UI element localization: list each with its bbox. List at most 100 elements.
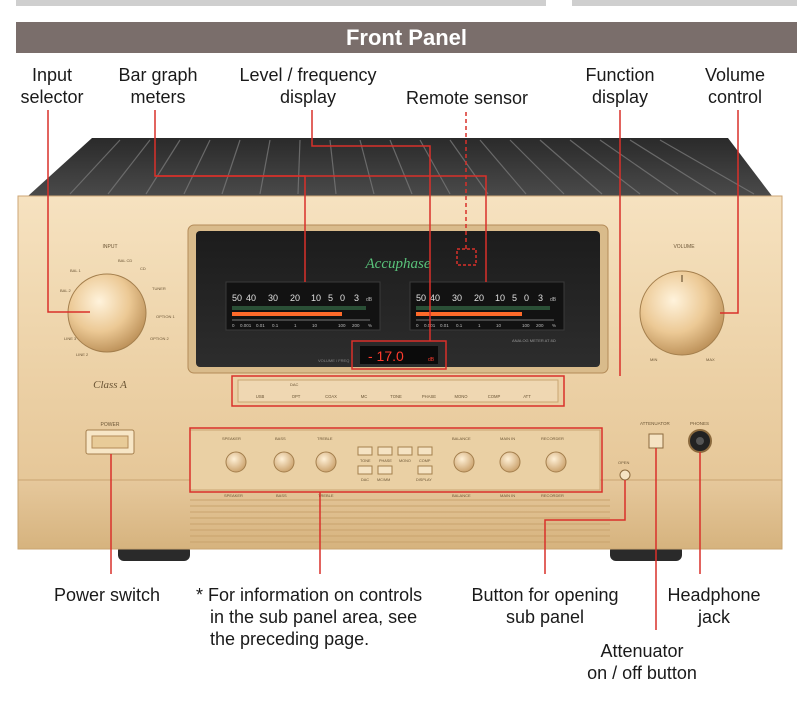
class-label: Class A (93, 379, 127, 391)
label-line: on / off button (587, 663, 697, 683)
label-line: sub panel (505, 607, 585, 627)
input-selector-knob: INPUT BAL CD CD TUNER OPTION 1 OPTION 2 … (60, 244, 175, 391)
meter-freq-label: 0.1 (272, 323, 279, 328)
function-strip: DAC USB OPT COAX MC TONE PHASE MONO COMP… (237, 379, 559, 403)
sub-switch-label: MONO (399, 459, 411, 463)
section-header: Front Panel (16, 22, 797, 53)
label-line: display (591, 87, 649, 107)
meter-tick-label: 3 (538, 293, 543, 303)
label-remote-sensor: Remote sensor (394, 87, 540, 109)
dac-group-label: DAC (290, 382, 299, 387)
level-display-annotation (351, 340, 447, 370)
label-power-switch: Power switch (54, 584, 160, 606)
open-button (619, 469, 631, 481)
meter-window (196, 231, 600, 367)
meter-tick-label: 40 (430, 293, 440, 303)
label-line: in the sub panel area, see (210, 607, 418, 627)
meter-freq-label: 0 (416, 323, 419, 328)
function-button-label: TONE (390, 394, 402, 399)
lower-label: BALANCE (452, 493, 471, 498)
meter-freq-label: 200 (352, 323, 360, 328)
label-line: Input (31, 65, 73, 85)
meter-freq-label: 100 (522, 323, 530, 328)
open-label: OPEN (618, 460, 629, 465)
level-display (360, 346, 438, 364)
label-attenuator-button: Attenuator on / off button (576, 640, 708, 684)
meter-freq-label: 0.1 (456, 323, 463, 328)
label-line: Attenuator (600, 641, 684, 661)
sub-control-label: RECORDER (541, 436, 564, 441)
phones-label: PHONES (690, 421, 709, 426)
sub-control-label: MAIN IN (500, 436, 515, 441)
label-line: Function (585, 65, 655, 85)
label-level-frequency-display: Level / frequency display (226, 64, 390, 108)
label-line: the preceding page. (210, 629, 370, 649)
meter-tick-label: 20 (290, 293, 300, 303)
function-button-label: USB (256, 394, 265, 399)
function-button-label: PHASE (422, 394, 436, 399)
function-display-annotation (231, 375, 565, 407)
meter-freq-label: 0.001 (240, 323, 252, 328)
sub-panel-annotation (189, 427, 603, 493)
power-switch: POWER (85, 422, 135, 455)
function-button-label: MC (361, 394, 368, 399)
label-line: Headphone (667, 585, 761, 605)
power-label: POWER (101, 422, 120, 428)
label-input-selector: Input selector (12, 64, 92, 108)
meter-tick-label: 10 (495, 293, 505, 303)
meter-unit: dB (550, 297, 557, 303)
label-headphone-jack: Headphone jack (662, 584, 766, 628)
label-line: display (279, 87, 337, 107)
meter-freq-label: % (368, 323, 372, 328)
input-position-label: OPTION 2 (150, 336, 169, 341)
sub-control-label: BASS (275, 436, 286, 441)
brand-logo: Accuphase (365, 256, 431, 272)
label-volume-control: Volume control (690, 64, 780, 108)
meter-left: 50 40 30 20 10 5 0 3 dB 0 0.001 0.01 0.1… (225, 281, 381, 331)
sub-switch-label: TONE (360, 459, 371, 463)
label-sub-panel-button: Button for opening sub panel (464, 584, 626, 628)
meter-tick-label: 50 (232, 293, 242, 303)
input-title: INPUT (103, 244, 118, 250)
meter-freq-label: 0 (232, 323, 235, 328)
volume-min: MIN (650, 357, 657, 362)
meter-freq-label: 1 (478, 323, 481, 328)
meter-freq-label: 0.01 (440, 323, 449, 328)
meter-tick-label: 30 (268, 293, 278, 303)
attenuator-label: ATTENUATOR (640, 421, 671, 426)
sub-switch-label: DISPLAY (416, 478, 432, 482)
meter-tick-label: 30 (452, 293, 462, 303)
top-divider-left (16, 0, 546, 6)
sub-switch-label: MC/MM (377, 478, 390, 482)
top-divider-right (572, 0, 797, 6)
input-position-label: CD (140, 266, 146, 271)
meter-tick-label: 40 (246, 293, 256, 303)
function-button-label: ATT (523, 394, 531, 399)
function-button-label: COAX (325, 394, 337, 399)
leader-lines (47, 110, 739, 630)
lower-label: MAIN IN (500, 493, 515, 498)
label-line: control (707, 87, 763, 107)
meter-freq-label: 0.01 (256, 323, 265, 328)
meter-tick-label: 50 (416, 293, 426, 303)
meter-unit: dB (366, 297, 373, 303)
meter-tick-label: 0 (524, 293, 529, 303)
label-line: Bar graph (118, 65, 198, 85)
lower-label: SPEAKER (224, 493, 243, 498)
level-unit: dB (428, 357, 435, 363)
function-button-label: OPT (292, 394, 301, 399)
label-line: selector (20, 87, 84, 107)
attenuator-button (648, 433, 664, 449)
input-position-label: BAL 2 (60, 288, 72, 293)
lower-labels: SPEAKER BASS TREBLE BALANCE MAIN IN RECO… (224, 493, 564, 498)
label-line: meters (130, 87, 186, 107)
sub-switch-label: PHASE (379, 459, 392, 463)
meter-freq-label: % (552, 323, 556, 328)
input-position-label: LINE 2 (76, 352, 89, 357)
input-position-label: BAL 1 (70, 268, 82, 273)
sub-control-label: SPEAKER (222, 436, 241, 441)
label-line: * For information on controls (196, 585, 423, 605)
meter-freq-label: 10 (496, 323, 502, 328)
label-bar-graph-meters: Bar graph meters (108, 64, 208, 108)
